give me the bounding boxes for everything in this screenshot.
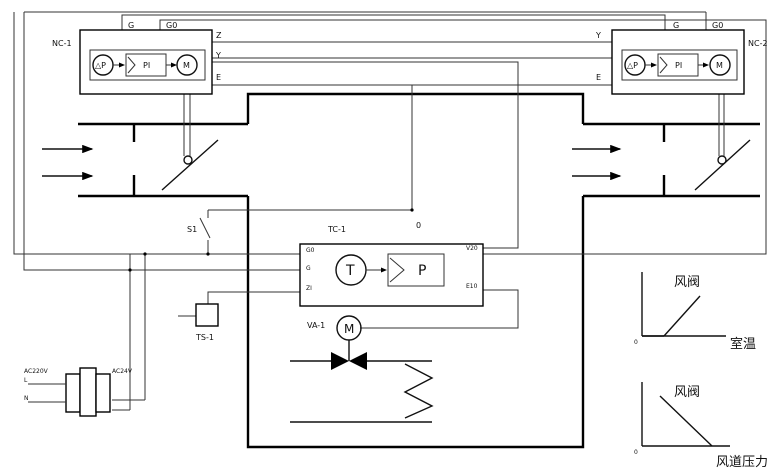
graph-damper-vs-temp: 风阀 室温 0: [634, 272, 756, 352]
wire-e-right-label: E: [596, 73, 601, 82]
nc2-label: NC-2: [748, 39, 768, 48]
nc1-pi-label: PI: [143, 61, 150, 70]
valve-va1: M VA-1: [290, 315, 434, 423]
nc1-g0-label: G0: [166, 21, 177, 30]
graph1-x-label: 室温: [730, 336, 756, 352]
tc1-g0-label: G0: [306, 247, 315, 254]
wire-z-label: Z: [216, 31, 222, 40]
nc2-pressure-label: △P: [627, 61, 638, 70]
va1-motor-label: M: [344, 322, 354, 336]
va1-label: VA-1: [307, 321, 325, 330]
line-n-label: N: [24, 395, 29, 402]
graph2-x-label: 风道压力: [716, 455, 768, 470]
graph-damper-vs-pressure: 风阀 风道压力 0: [634, 382, 768, 470]
graph2-y-label: 风阀: [674, 385, 700, 400]
controller-nc2: △P PI M NC-2 G G0: [611, 21, 768, 95]
nc2-g-label: G: [673, 21, 679, 30]
airflow-arrows: [42, 144, 622, 181]
wiring: [13, 11, 767, 411]
graph1-origin: 0: [634, 339, 638, 346]
graph2-origin: 0: [634, 449, 638, 456]
nc1-pressure-label: △P: [95, 61, 106, 70]
controller-nc1: △P PI M NC-1 G G0: [52, 21, 213, 95]
damper-right: [694, 139, 751, 191]
graph1-y-label: 风阀: [674, 275, 700, 290]
controller-tc1: T P TC-1 G0 G ZI V20 E10: [299, 225, 484, 307]
nc1-g-label: G: [128, 21, 134, 30]
ts1-label: TS-1: [195, 333, 214, 342]
transformer-out-label: AC24V: [112, 368, 133, 375]
transformer-in-label: AC220V: [24, 368, 49, 375]
nc1-label: NC-1: [52, 39, 72, 48]
s1-label: S1: [187, 225, 197, 234]
tc1-g-label: G: [306, 265, 311, 272]
nc1-motor-label: M: [183, 61, 190, 70]
transformer: AC220V AC24V L N: [24, 367, 133, 417]
nc2-motor-label: M: [716, 61, 723, 70]
wire-y-right-label: Y: [595, 31, 601, 40]
tc1-label: TC-1: [327, 225, 346, 234]
damper-left: [161, 139, 219, 191]
nc2-pi-label: PI: [675, 61, 682, 70]
tc1-e10-label: E10: [466, 283, 478, 290]
wire-y-left-label: Y: [215, 51, 221, 60]
nc2-g0-label: G0: [712, 21, 723, 30]
wire-e-left-label: E: [216, 73, 221, 82]
wire-zero-label: 0: [416, 221, 421, 230]
duct: [78, 92, 760, 449]
sensor-ts1: TS-1: [195, 303, 219, 342]
tc1-zi-label: ZI: [306, 285, 312, 292]
tc1-sensor-label: T: [345, 263, 355, 279]
tc1-v20-label: V20: [466, 245, 478, 252]
tc1-p-label: P: [418, 263, 426, 279]
line-l-label: L: [24, 377, 28, 384]
